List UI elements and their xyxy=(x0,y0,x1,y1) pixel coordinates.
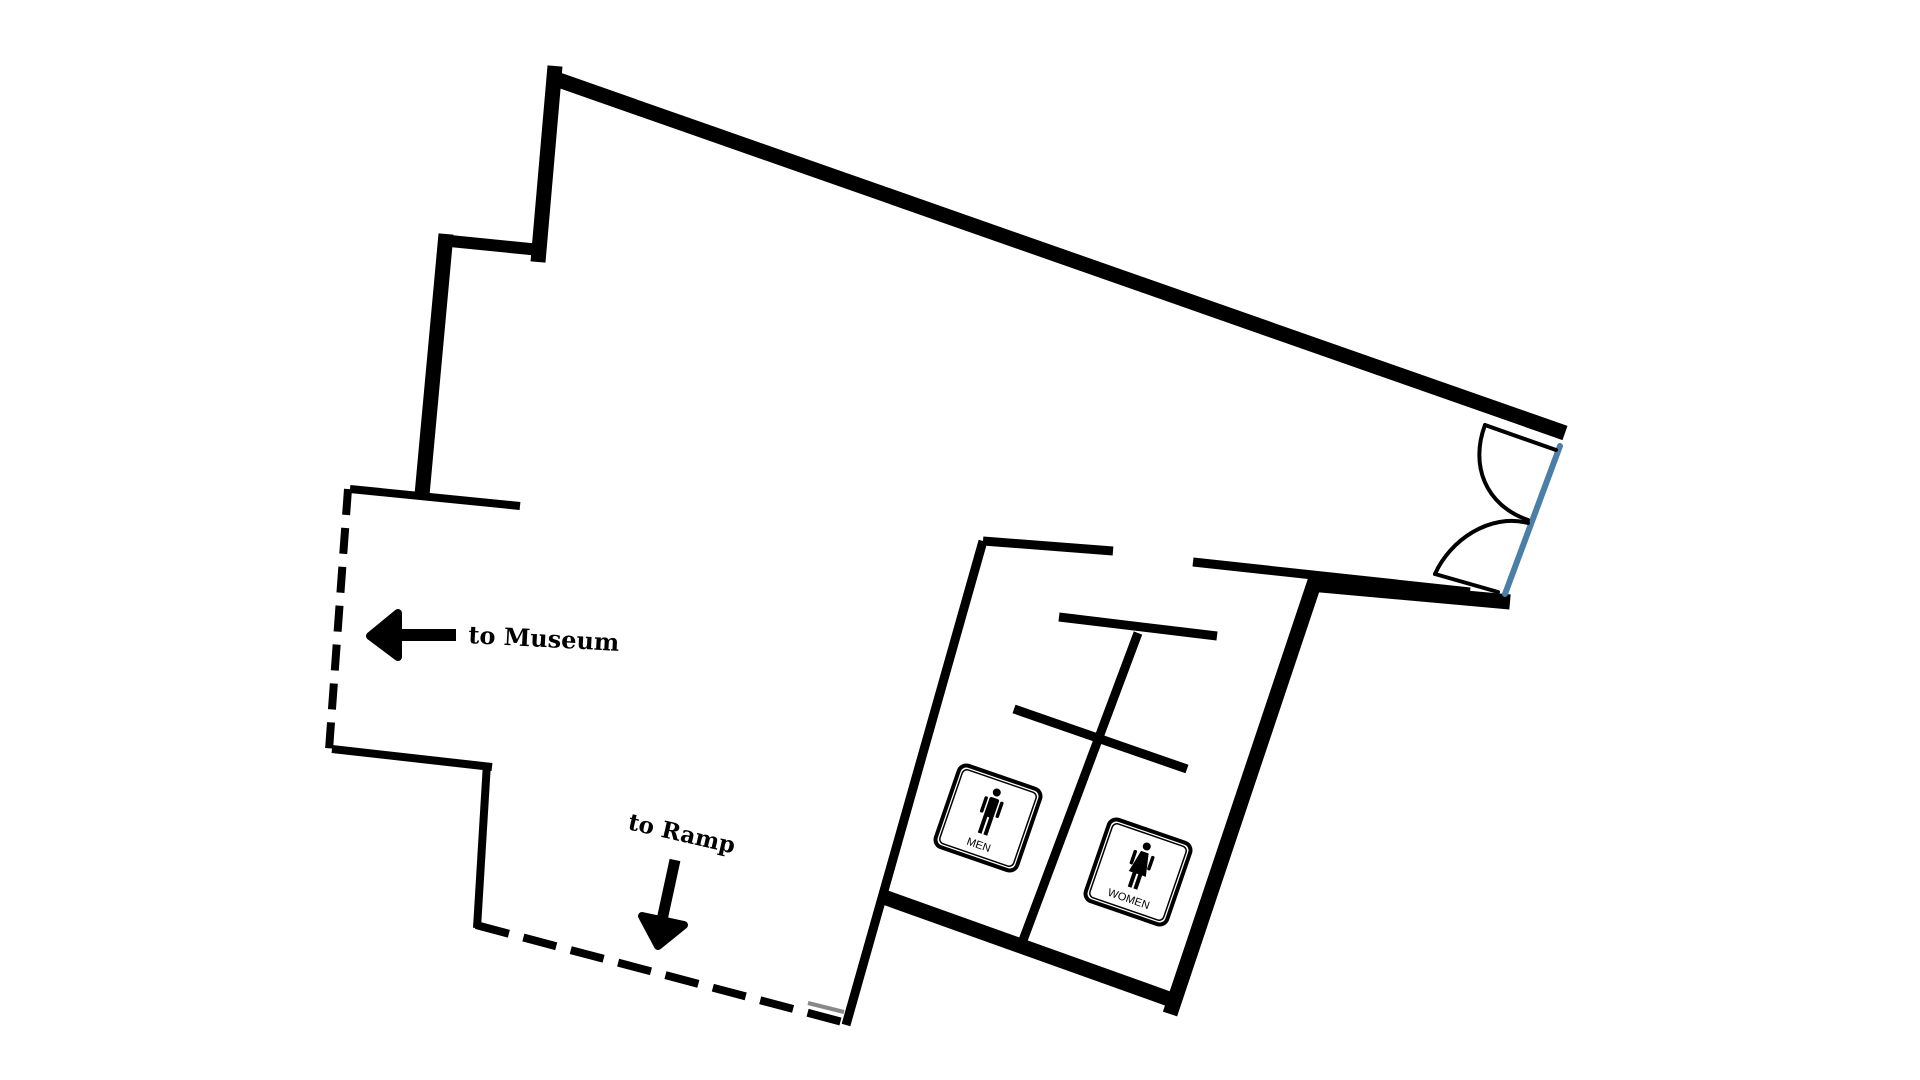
outer-walls xyxy=(414,65,1568,1017)
down-arrow-icon xyxy=(638,912,688,950)
restroom-divider-wall xyxy=(1017,631,1143,945)
man-icon xyxy=(977,788,1004,836)
ramp-arrow-shaft xyxy=(656,858,681,922)
west-upper-wall xyxy=(414,233,454,496)
north-diagonal-wall xyxy=(550,70,1568,441)
men-sign-frame xyxy=(933,763,1043,873)
men-restroom-sign[interactable]: MEN xyxy=(933,763,1043,873)
entrance-double-door[interactable] xyxy=(1433,423,1563,597)
restroom-middle-partition xyxy=(1012,704,1189,774)
northwest-step-wall xyxy=(439,234,541,256)
inner-walls xyxy=(331,485,1471,1027)
left-arrow-icon xyxy=(366,609,402,661)
to-ramp-sign[interactable]: to Ramp xyxy=(626,809,738,950)
men-sign-inner-frame xyxy=(939,769,1037,867)
open-boundaries xyxy=(325,488,852,1028)
woman-icon xyxy=(1127,842,1155,890)
restroom-upper-partition xyxy=(1058,612,1218,641)
women-restroom-sign[interactable]: WOMEN xyxy=(1083,817,1193,927)
restroom-north-wall-left xyxy=(982,536,1114,556)
south-boundary-accent xyxy=(807,1001,845,1014)
restroom-west-wall xyxy=(841,539,988,1027)
southwest-ledge-wall xyxy=(331,745,493,771)
southwest-vertical-wall xyxy=(473,762,491,929)
restroom-east-wall xyxy=(1162,575,1324,1017)
northwest-upper-wall xyxy=(530,65,563,263)
west-ledge-wall xyxy=(349,485,521,510)
east-lower-wall xyxy=(1309,576,1511,610)
lower-door-leaf xyxy=(1433,572,1500,594)
restroom-south-wall xyxy=(878,888,1175,1008)
west-open-boundary xyxy=(325,488,352,751)
upper-door-swing-arc xyxy=(1477,423,1530,522)
south-open-boundary xyxy=(474,921,852,1028)
door-glass-line xyxy=(1502,443,1563,597)
to-museum-sign[interactable]: to Museum xyxy=(366,609,620,661)
lower-door-swing-arc xyxy=(1433,518,1530,576)
restroom-north-wall-right xyxy=(1192,557,1471,597)
to-museum-label: to Museum xyxy=(468,620,620,657)
to-ramp-label: to Ramp xyxy=(626,809,738,860)
women-sign-inner-frame xyxy=(1089,823,1187,921)
upper-door-leaf xyxy=(1483,423,1558,452)
